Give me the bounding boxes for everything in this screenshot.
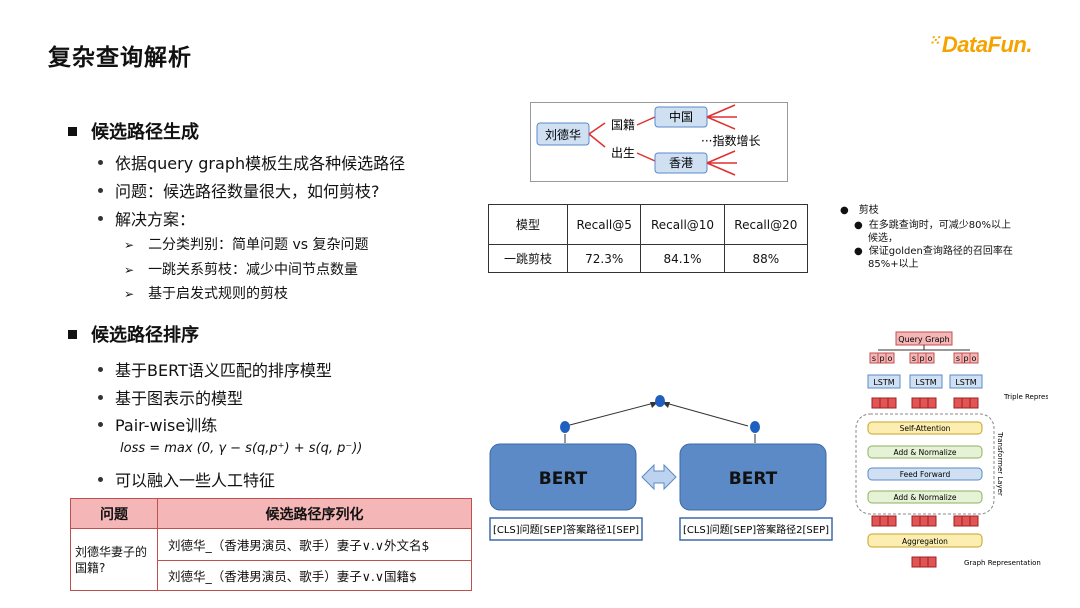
section1-sub-bullet-2: ➢一跳关系剪枝：减少中间节点数量 <box>124 262 359 278</box>
right-input-label: [CLS]问题[SEP]答案路径2[SEP] <box>683 523 829 536</box>
left-score-node <box>560 421 570 433</box>
svg-text:LSTM: LSTM <box>955 378 976 387</box>
aggregation-box <box>867 533 983 548</box>
edge-nationality: 国籍 <box>611 117 635 132</box>
query-graph-label: Query Graph <box>898 335 949 344</box>
path-cell-2: 刘德华_（香港男演员、歌手）妻子∨.∨国籍$ <box>157 560 472 591</box>
svg-text:s: s <box>956 354 960 363</box>
question-path-table: 问题 候选路径序列化 刘德华妻子的国籍? 刘德华_（香港男演员、歌手）妻子∨.∨… <box>70 498 472 591</box>
left-input-box <box>489 517 643 541</box>
square-bullet-icon <box>68 126 77 136</box>
recall-header-model: 模型 <box>488 204 568 245</box>
bert-pairwise-diagram: BERT BERT [CLS]问题[SEP]答案路径1[SEP] [CLS]问题… <box>489 395 833 541</box>
triple-vectors <box>871 397 979 409</box>
section1-bullet-2: 问题：候选路径数量很大，如何剪枝? <box>98 178 380 202</box>
self-attention-box <box>867 421 983 435</box>
feed-forward-box <box>867 467 983 481</box>
section1-bullet-3: 解决方案： <box>98 206 195 230</box>
spo-row: s p o s p o s p o <box>869 352 979 364</box>
section1-sub-bullet-3: ➢基于启发式规则的剪枝 <box>124 286 289 302</box>
bert-left-box <box>489 443 637 511</box>
self-attention-label: Self-Attention <box>900 424 951 433</box>
svg-text:LSTM: LSTM <box>915 378 936 387</box>
growth-label: ···指数增长 <box>701 133 760 148</box>
output-node <box>655 395 665 407</box>
svg-text:p: p <box>919 354 924 363</box>
loss-formula: loss = max (0, γ − s(q,p⁺) + s(q, p⁻)) <box>120 441 363 456</box>
node-person-label: 刘德华 <box>545 127 581 142</box>
feed-forward-label: Feed Forward <box>900 470 951 479</box>
section2-heading: 候选路径排序 <box>68 321 199 347</box>
output-vectors <box>871 515 979 527</box>
svg-text:o: o <box>928 354 933 363</box>
node-hk-label: 香港 <box>669 156 693 170</box>
right-input-box <box>679 517 833 541</box>
svg-text:s: s <box>872 354 876 363</box>
recall-header-20: Recall@20 <box>723 204 809 245</box>
section2-bullet-3: Pair-wise训练 <box>98 412 217 436</box>
aggregation-label: Aggregation <box>902 537 948 546</box>
section2-bullet-1: 基于BERT语义匹配的排序模型 <box>98 357 332 381</box>
section1-sub-bullet-1: ➢二分类判别：简单问题 vs 复杂问题 <box>124 237 369 253</box>
logo-dots-icon: ⁙ <box>928 32 941 48</box>
graph-repr-label: Graph Representation <box>964 559 1041 567</box>
section2-bullet-4: 可以融入一些人工特征 <box>98 467 275 491</box>
svg-text:p: p <box>963 354 968 363</box>
svg-text:p: p <box>879 354 884 363</box>
datafun-logo: ⁙DataFun. <box>928 32 1033 58</box>
add-normalize-label-2: Add & Normalize <box>894 493 957 502</box>
square-bullet-icon <box>68 329 77 339</box>
svg-text:o: o <box>888 354 893 363</box>
question-cell: 刘德华妻子的国籍? <box>70 528 158 591</box>
graph-representation-diagram: Query Graph s p o s p o s p o LSTM LSTM … <box>855 331 1048 568</box>
path-diagram: 刘德华 国籍 出生 中国 香港 ···指数增长 <box>530 102 788 182</box>
logo-text: DataFun. <box>941 32 1033 57</box>
svg-text:LSTM: LSTM <box>873 378 894 387</box>
recall-table: 模型 Recall@5 Recall@10 Recall@20 一跳剪枝 72.… <box>488 204 809 273</box>
transformer-block <box>855 413 995 515</box>
recall-header-10: Recall@10 <box>640 204 725 245</box>
col-header-path: 候选路径序列化 <box>157 498 472 529</box>
pruning-note-item-2: 保证golden查询路径的召回率在85%+以上 <box>868 246 1013 270</box>
add-normalize-box-2 <box>867 490 983 504</box>
path-cell-1: 刘德华_（香港男演员、歌手）妻子∨.∨外文名$ <box>157 528 472 561</box>
add-normalize-label-1: Add & Normalize <box>894 448 957 457</box>
pruning-note: ●剪枝 ●在多跳查询时，可减少80%以上候选， ●保证golden查询路径的召回… <box>840 205 1013 270</box>
recall-header-5: Recall@5 <box>566 204 642 245</box>
bert-left-label: BERT <box>539 469 588 489</box>
bert-right-label: BERT <box>729 469 778 489</box>
right-score-node <box>750 421 760 433</box>
recall-row-model: 一跳剪枝 <box>488 244 568 273</box>
recall-value-20: 88% <box>723 244 809 273</box>
svg-text:s: s <box>912 354 916 363</box>
transformer-label: Transformer Layer <box>996 431 1004 496</box>
double-arrow-icon <box>641 463 677 491</box>
section1-bullet-1: 依据query graph模板生成各种候选路径 <box>98 150 405 174</box>
pruning-note-title: 剪枝 <box>858 205 879 216</box>
recall-value-5: 72.3% <box>566 244 642 273</box>
col-header-question: 问题 <box>70 498 158 529</box>
left-input-label: [CLS]问题[SEP]答案路径1[SEP] <box>493 523 639 536</box>
bert-right-box <box>679 443 827 511</box>
section1-heading: 候选路径生成 <box>68 118 199 144</box>
svg-text:o: o <box>972 354 977 363</box>
edge-birthplace: 出生 <box>611 146 635 160</box>
recall-value-10: 84.1% <box>640 244 725 273</box>
triple-repr-label: Triple Representations <box>1003 393 1048 401</box>
page-title: 复杂查询解析 <box>48 45 192 71</box>
section2-bullet-2: 基于图表示的模型 <box>98 385 243 409</box>
lstm-row: LSTM LSTM LSTM <box>867 374 983 389</box>
add-normalize-box-1 <box>867 445 983 459</box>
node-china-label: 中国 <box>669 109 693 124</box>
graph-vector <box>911 556 937 568</box>
pruning-note-item-1: 在多跳查询时，可减少80%以上候选， <box>868 220 1011 244</box>
